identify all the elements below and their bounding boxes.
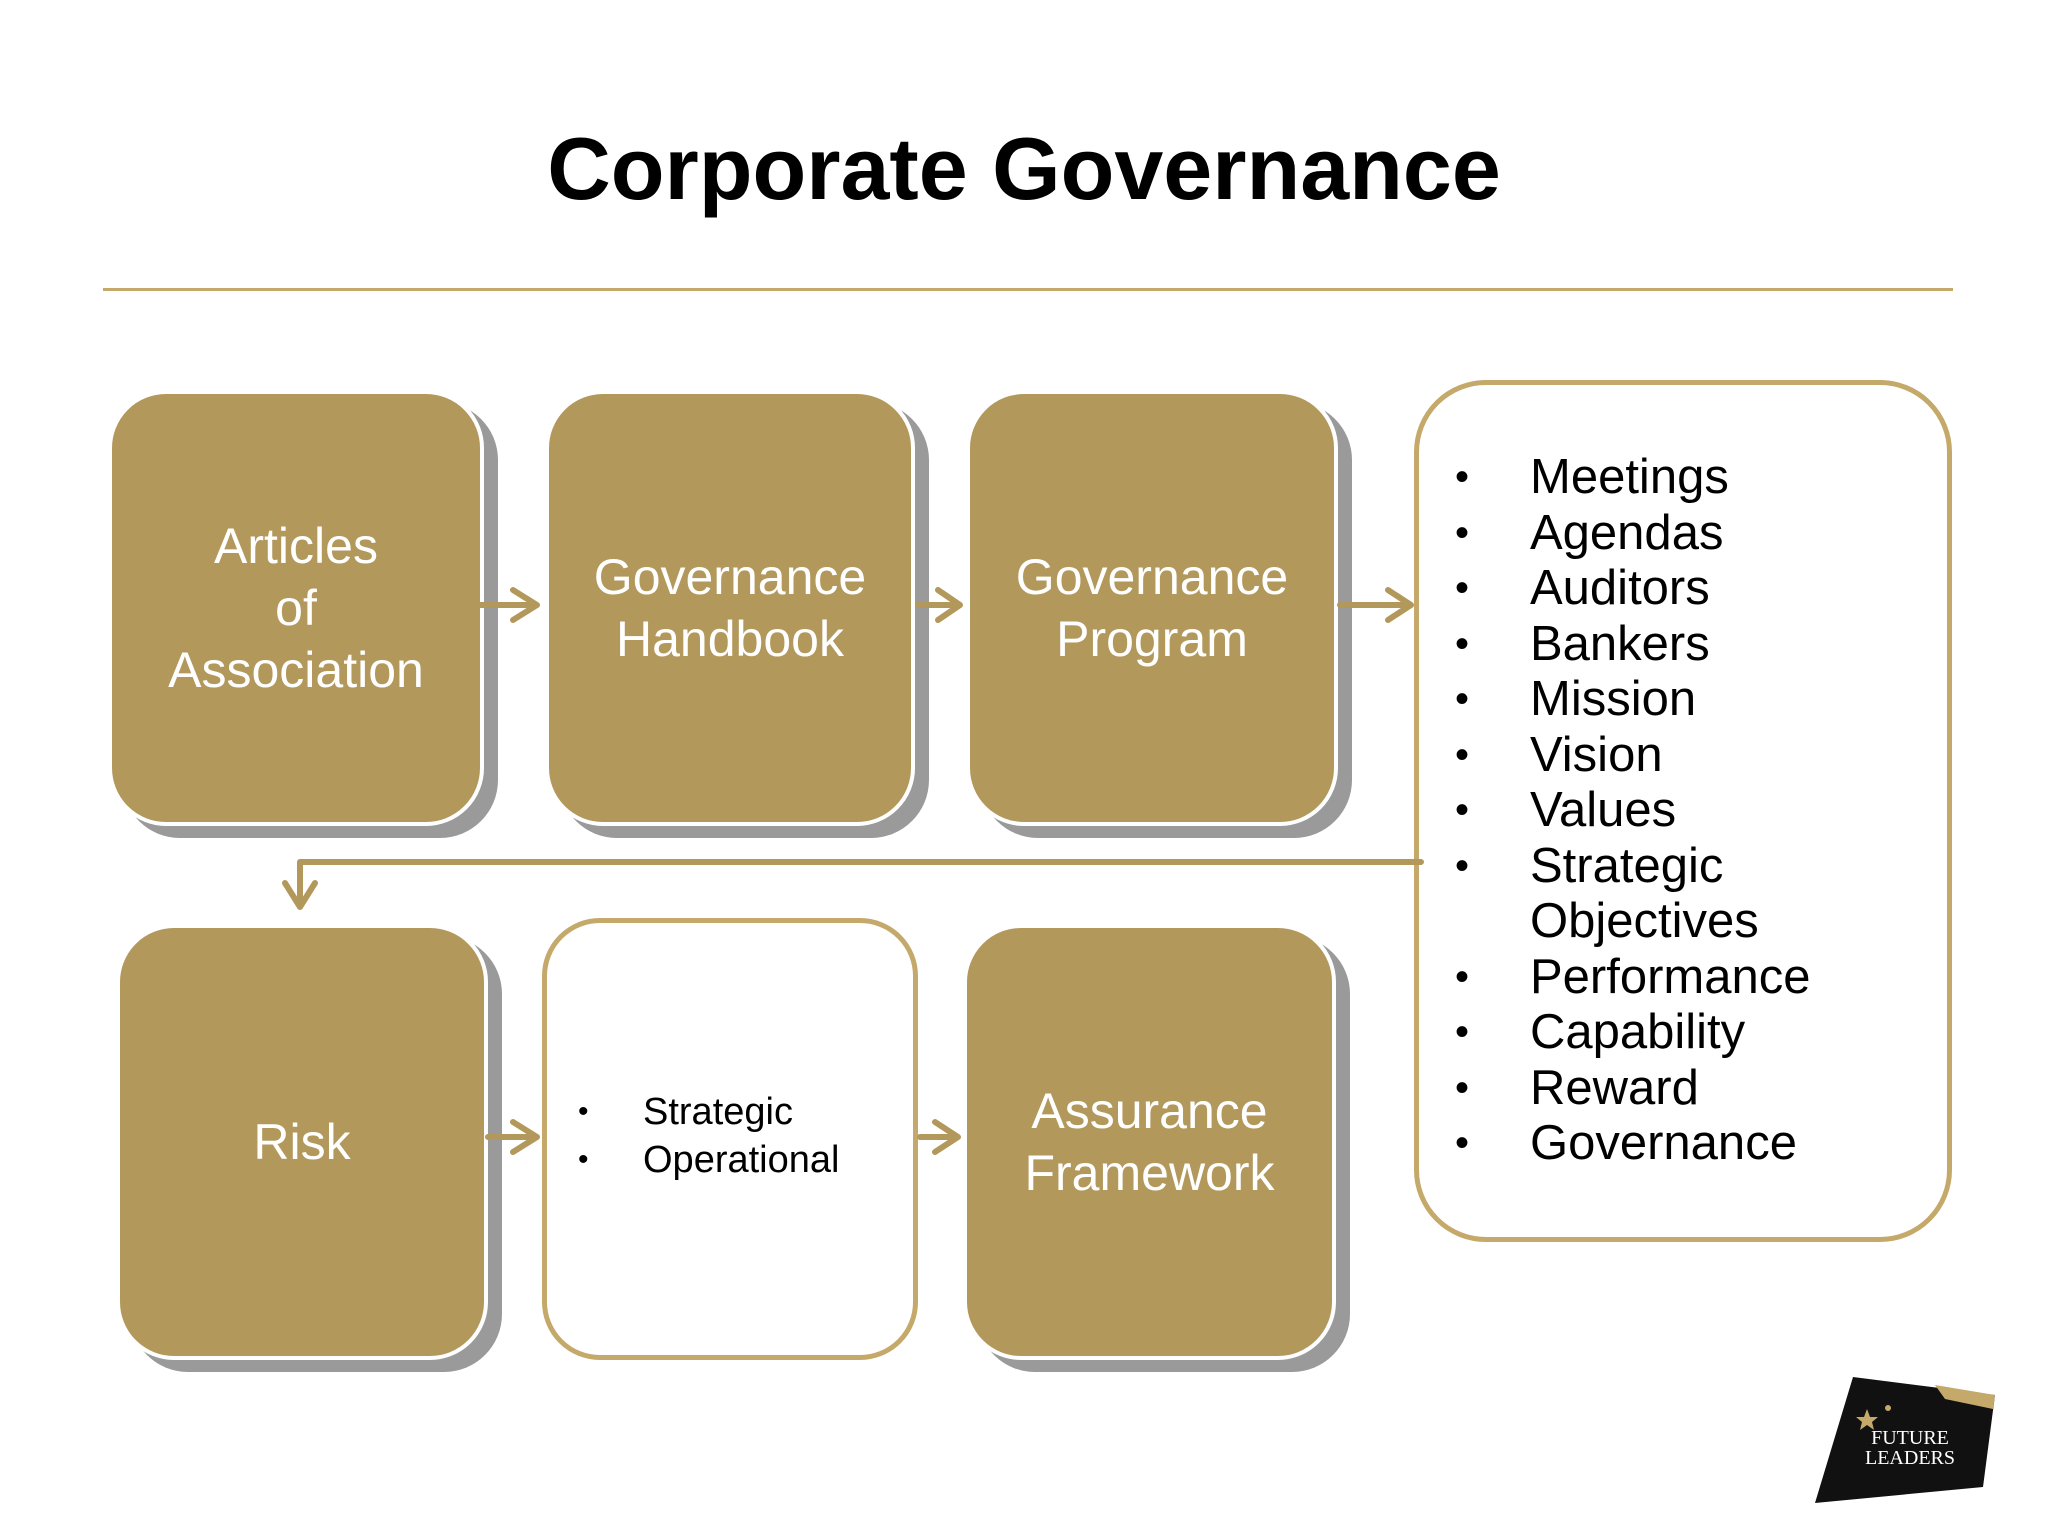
bullet-icon: • xyxy=(1455,510,1470,555)
page-title: Corporate Governance xyxy=(547,119,1501,218)
arrow-risk-to-types xyxy=(485,1119,540,1155)
bullet-icon: • xyxy=(1455,732,1470,777)
logo-text-line1: FUTURE xyxy=(1871,1427,1949,1449)
risk-types-box xyxy=(542,918,918,1360)
arrow-articles-to-handbook xyxy=(477,587,540,623)
bullet-icon: • xyxy=(1455,788,1470,832)
title-divider xyxy=(103,288,1953,291)
list-item: •Capability xyxy=(1455,1005,1746,1059)
list-item: •Bankers xyxy=(1455,616,1710,671)
governance-handbook-label: Governance Handbook xyxy=(593,549,867,667)
bullet-icon: • xyxy=(1455,1010,1470,1054)
list-item: •Strategic xyxy=(578,1088,839,1136)
list-item: •Governance xyxy=(1455,1116,1797,1170)
bullet-icon: • xyxy=(1455,455,1470,499)
arrow-types-to-assurance xyxy=(917,1119,961,1155)
list-item: •Agendas xyxy=(1455,505,1724,560)
risk-label: Risk xyxy=(253,1114,351,1170)
list-item: •Performance xyxy=(1455,949,1811,1004)
governance-program-label: Governance Program xyxy=(1015,549,1289,667)
arrow-list-to-risk xyxy=(282,859,1424,910)
bullet-icon: • xyxy=(578,1095,589,1128)
bullet-icon: • xyxy=(1455,566,1470,610)
risk-types-list: •Strategic •Operational xyxy=(578,1088,839,1184)
articles-of-association-label: Articles of Association xyxy=(168,518,424,698)
bullet-icon: • xyxy=(578,1143,589,1176)
governance-handbook-box: Governance Handbook xyxy=(545,390,915,826)
bullet-icon: • xyxy=(1455,843,1470,888)
program-items-box xyxy=(1414,380,1952,1242)
program-items-list: •Meetings •Agendas •Auditors •Bankers •M… xyxy=(1455,450,1915,1172)
list-item: •Strategic Objectives xyxy=(1455,838,1759,949)
bullet-icon: • xyxy=(1455,1065,1470,1110)
governance-program-box: Governance Program xyxy=(966,390,1338,826)
risk-box: Risk xyxy=(116,924,488,1360)
assurance-framework-label: Assurance Framework xyxy=(1024,1083,1275,1201)
list-item: •Meetings xyxy=(1455,450,1729,504)
star-icon xyxy=(1856,1409,1878,1430)
assurance-framework-box: Assurance Framework xyxy=(963,924,1336,1360)
list-item: •Vision xyxy=(1455,727,1663,782)
arrow-program-to-list xyxy=(1337,587,1414,623)
list-item: •Values xyxy=(1455,783,1677,837)
list-item: •Reward xyxy=(1455,1060,1699,1115)
list-item: •Operational xyxy=(578,1136,839,1184)
bullet-icon: • xyxy=(1455,621,1470,666)
arrow-handbook-to-program xyxy=(915,587,963,623)
bullet-icon: • xyxy=(1455,954,1470,999)
list-item: •Mission xyxy=(1455,672,1697,726)
articles-of-association-box: Articles of Association xyxy=(108,390,484,826)
list-item: •Auditors xyxy=(1455,561,1710,615)
bullet-icon: • xyxy=(1455,677,1470,721)
logo-text-line2: LEADERS xyxy=(1865,1447,1955,1469)
future-leaders-logo xyxy=(1815,1377,1995,1503)
bullet-icon: • xyxy=(1455,1121,1470,1165)
